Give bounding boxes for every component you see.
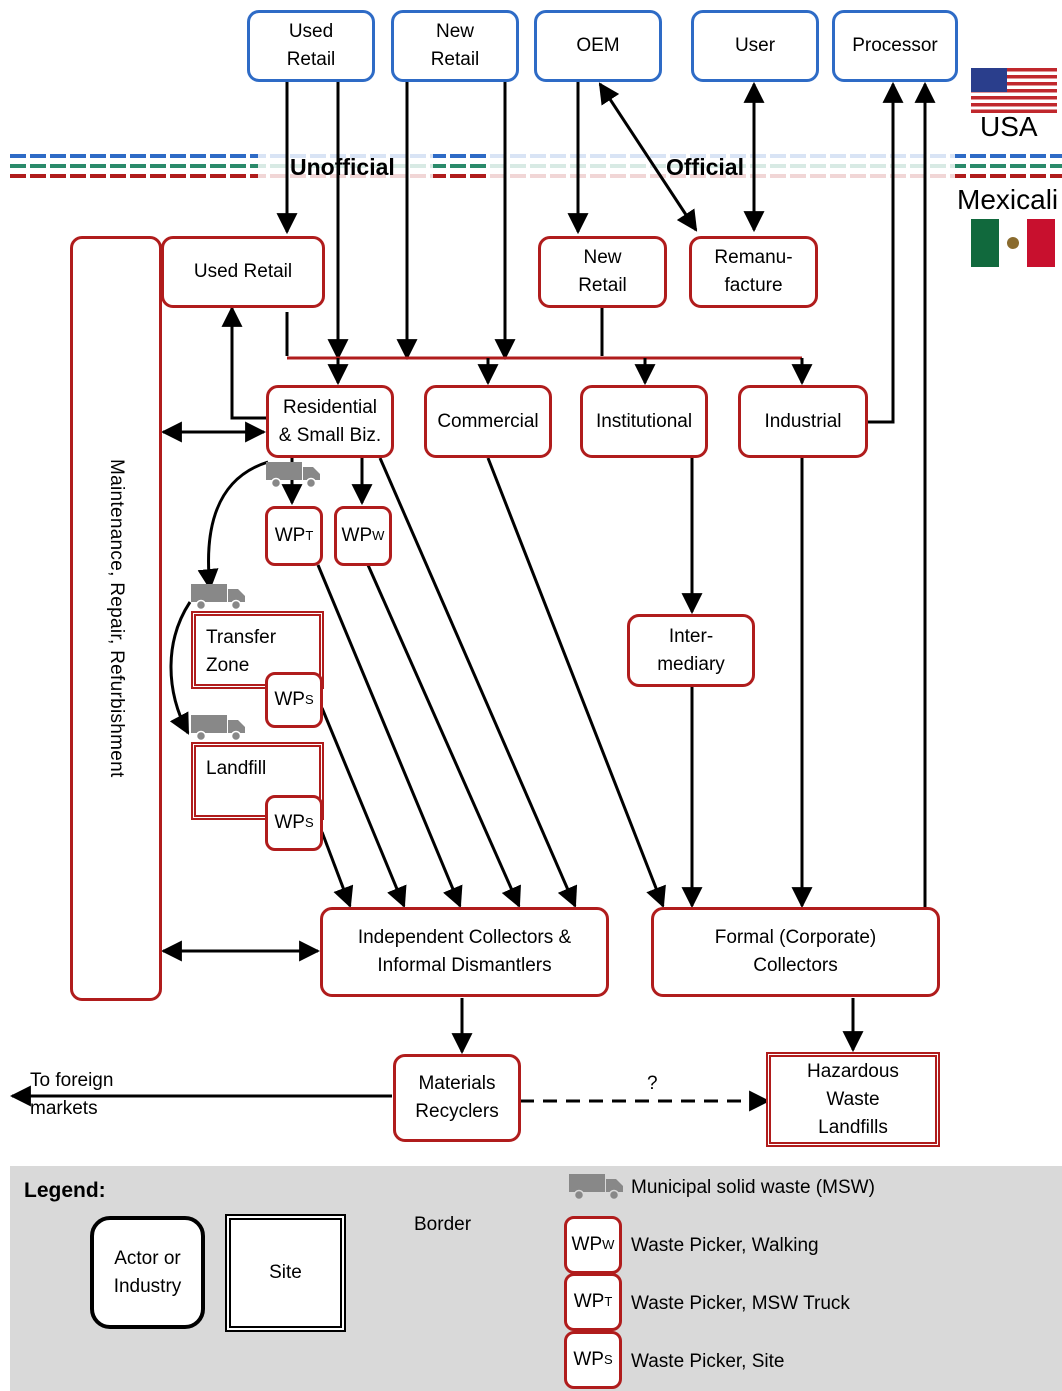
legend-site-swatch: Site (225, 1214, 346, 1332)
legend-actor-swatch: Actor or Industry (90, 1216, 205, 1329)
usa-label: USA (980, 111, 1038, 142)
legend-wp-walking-label: Waste Picker, Walking (631, 1235, 819, 1256)
intermediary-node[interactable]: Inter- mediary (627, 614, 755, 687)
materials-recyclers-node[interactable]: Materials Recyclers (393, 1054, 521, 1142)
mx-new-retail-node[interactable]: New Retail (538, 236, 667, 308)
official-label: Official (666, 154, 744, 180)
residential-node[interactable]: Residential & Small Biz. (266, 385, 394, 458)
processor-node[interactable]: Processor (832, 10, 958, 82)
mx-used-retail-node[interactable]: Used Retail (161, 236, 325, 308)
truck-icon (191, 713, 247, 742)
hazardous-landfills-node[interactable]: Hazardous Waste Landfills (766, 1052, 940, 1147)
truck-icon (266, 460, 322, 489)
us-used-retail-node[interactable]: Used Retail (247, 10, 375, 82)
foreign-markets-label: To foreign markets (30, 1070, 114, 1119)
landfill-label: Landfill (206, 758, 267, 779)
user-node[interactable]: User (691, 10, 819, 82)
us-new-retail-node[interactable]: New Retail (391, 10, 519, 82)
truck-icon (191, 582, 247, 611)
formal-collectors-node[interactable]: Formal (Corporate) Collectors (651, 907, 940, 997)
mexicali-label: Mexicali (957, 184, 1059, 215)
remanufacture-node[interactable]: Remanu- facture (689, 236, 818, 308)
legend-title: Legend: (24, 1179, 106, 1202)
transfer-zone-node[interactable]: Transfer Zone (191, 611, 324, 689)
transfer-zone-label: Transfer Zone (206, 627, 277, 676)
legend-border-label: Border (414, 1214, 472, 1235)
independent-collectors-node[interactable]: Independent Collectors & Informal Disman… (320, 907, 609, 997)
commercial-node[interactable]: Commercial (424, 385, 552, 458)
industrial-node[interactable]: Industrial (738, 385, 868, 458)
maintenance-node[interactable]: Maintenance, Repair, Refurbishment (70, 236, 162, 1001)
mexico-flag-icon (971, 219, 1055, 267)
oem-node[interactable]: OEM (534, 10, 662, 82)
legend-wp-truck-label: Waste Picker, MSW Truck (631, 1293, 850, 1314)
legend-wp-site-label: Waste Picker, Site (631, 1351, 785, 1372)
unofficial-label: Unofficial (290, 154, 395, 180)
truck-icon (569, 1172, 625, 1201)
border-line (10, 146, 1062, 186)
usa-flag-icon (971, 68, 1057, 113)
question-label: ? (647, 1073, 658, 1094)
legend-msw-label: Municipal solid waste (MSW) (631, 1177, 875, 1198)
maintenance-label: Maintenance, Repair, Refurbishment (106, 459, 127, 778)
institutional-node[interactable]: Institutional (580, 385, 708, 458)
